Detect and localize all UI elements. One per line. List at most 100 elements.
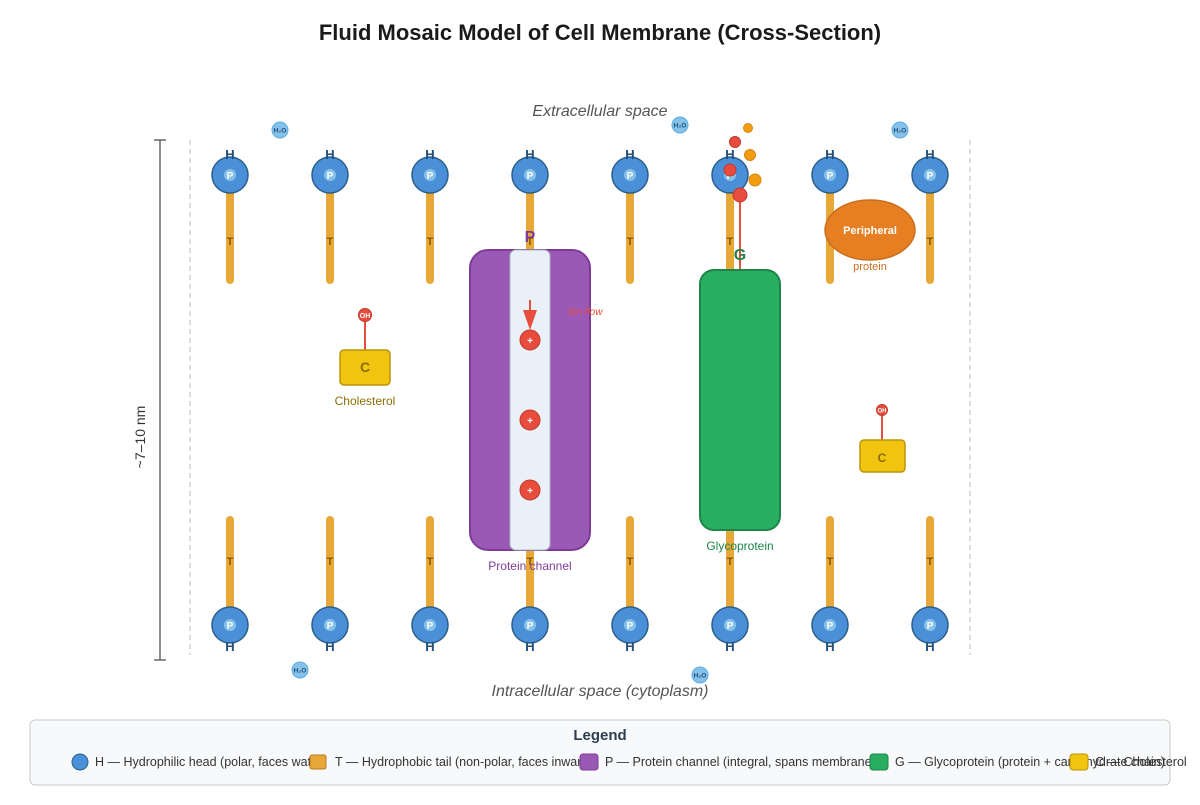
tail-letter: T: [527, 556, 534, 568]
hydrophilic-letter: H: [725, 639, 734, 654]
tail-letter: T: [927, 556, 934, 568]
phospholipid-bottom: TPH: [211, 516, 249, 654]
head-letter: P: [227, 171, 234, 182]
legend-title: Legend: [573, 727, 626, 744]
water-icon: [691, 666, 709, 684]
phospholipid-bottom: T PH: [611, 516, 649, 654]
tail-letter: T: [727, 236, 734, 248]
water-molecule: H₂O: [671, 116, 689, 134]
phosphate-group: [724, 619, 736, 631]
cholesterol-molecule-1: OH C: [339, 308, 391, 386]
water-molecule: H₂O: [291, 661, 309, 679]
water-icon: [271, 121, 289, 139]
hydrophilic-letter: H: [525, 147, 534, 162]
head-letter: P: [927, 621, 934, 632]
hydrophilic-letter: H: [425, 147, 434, 162]
ion-1: +: [519, 329, 541, 351]
hydrophilic-letter: H: [525, 639, 534, 654]
head-letter: P: [527, 621, 534, 632]
hydroxyl-label: OH: [878, 409, 887, 415]
water-label: H₂O: [274, 127, 287, 134]
tail-letter: T: [527, 236, 534, 248]
phosphate-group: [324, 169, 336, 181]
ion-2: +: [519, 409, 541, 431]
head-letter: P: [927, 171, 934, 182]
head-letter: P: [627, 621, 634, 632]
phosphate-group: [424, 619, 436, 631]
head-letter: P: [227, 621, 234, 632]
legend-item-hydrophilic-head: H — Hydrophilic head (polar, faces water…: [95, 755, 326, 769]
ion-flow-arrowhead: [523, 310, 537, 330]
hydroxyl-label: OH: [360, 313, 371, 320]
cholesterol-letter: C: [878, 451, 887, 465]
water-icon: [291, 661, 309, 679]
hydrophilic-letter: H: [325, 639, 334, 654]
tail-letter: T: [627, 556, 634, 568]
phosphate-group: [524, 169, 536, 181]
tail-letter: T: [327, 236, 334, 248]
water-label: H₂O: [694, 672, 707, 679]
thickness-scale-bar: [154, 139, 166, 661]
cholesterol-icon: [1069, 753, 1089, 771]
phospholipid-top: T PH: [411, 147, 449, 284]
ion-3: +: [519, 479, 541, 501]
water-label: H₂O: [674, 122, 687, 129]
tail-letter: T: [427, 236, 434, 248]
phosphate-group: [924, 169, 936, 181]
hydrophilic-letter: H: [925, 639, 934, 654]
water-label: H₂O: [894, 127, 907, 134]
tail-letter: T: [627, 236, 634, 248]
phospholipid-top: T PH: [311, 147, 349, 284]
hydrophilic-letter: H: [825, 639, 834, 654]
legend-item-cholesterol: C — Cholesterol: [1095, 755, 1187, 769]
cholesterol-label: Cholesterol: [335, 394, 396, 408]
phospholipid-bottom: TPH: [311, 516, 349, 654]
glycoprotein-icon: [869, 753, 889, 771]
phospholipid-top: T PH: [611, 147, 649, 284]
thickness-label: ~7–10 nm: [132, 406, 148, 469]
head-letter: P: [327, 621, 334, 632]
phosphate-group: [524, 619, 536, 631]
peripheral-protein: Peripheral: [824, 199, 916, 261]
ion-charge: +: [527, 336, 533, 347]
phosphate-group: [824, 619, 836, 631]
water-icon: [891, 121, 909, 139]
hydrophobic-tail-icon: [309, 754, 327, 770]
hydrophilic-letter: H: [325, 147, 334, 162]
diagram-title: Fluid Mosaic Model of Cell Membrane (Cro…: [319, 20, 881, 45]
hydrophilic-letter: H: [225, 639, 234, 654]
hydrophilic-letter: H: [625, 639, 634, 654]
phospholipid-bottom: T PH: [911, 516, 949, 654]
protein-channel-letter: P: [525, 229, 536, 246]
head-letter: P: [427, 171, 434, 182]
phospholipid-bottom: TPH: [711, 516, 749, 654]
head-letter: P: [327, 171, 334, 182]
protein-channel-icon: [579, 753, 599, 771]
phosphate-group: [924, 619, 936, 631]
peripheral-subtitle: protein: [853, 261, 887, 273]
phosphate-group: [224, 169, 236, 181]
head-letter: P: [827, 621, 834, 632]
phospholipid-top: TPH: [211, 147, 249, 284]
hydrophilic-letter: H: [425, 639, 434, 654]
water-label: H₂O: [294, 667, 307, 674]
head-letter: P: [427, 621, 434, 632]
legend-item-glycoprotein: G — Glycoprotein (protein + carbohydrate…: [895, 755, 1165, 769]
hydrophilic-letter: H: [625, 147, 634, 162]
ion-flow-label: Ion flow: [568, 307, 603, 318]
legend: Legend H — Hydrophilic head (polar, face…: [29, 719, 1187, 786]
water-molecules: H₂O H₂O H₂O H₂O H₂O: [271, 116, 909, 684]
protein-channel-label: Protein channel: [488, 559, 571, 573]
extracellular-label: Extracellular space: [532, 103, 667, 120]
cholesterol-molecule-2: OH C: [859, 404, 906, 473]
phospholipid-top: TPH: [911, 147, 949, 284]
tail-letter: T: [727, 556, 734, 568]
head-letter: P: [627, 171, 634, 182]
phosphate-group: [224, 619, 236, 631]
water-icon: [671, 116, 689, 134]
water-molecule: H₂O: [891, 121, 909, 139]
phosphate-group: [424, 169, 436, 181]
legend-item-protein-channel: P — Protein channel (integral, spans mem…: [605, 755, 876, 769]
intracellular-label: Intracellular space (cytoplasm): [492, 683, 709, 700]
